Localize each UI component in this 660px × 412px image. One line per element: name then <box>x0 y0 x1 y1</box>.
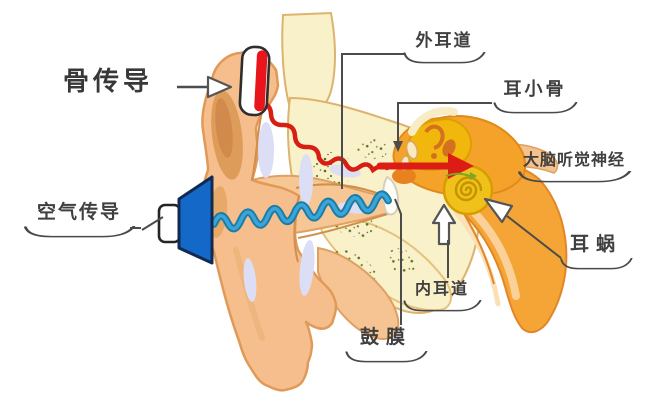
label-underline <box>403 300 482 312</box>
label-underline <box>345 350 428 363</box>
bone-conduction-device-icon <box>238 45 271 117</box>
label-external-canal: 外耳道 <box>402 31 486 65</box>
bone-conduction-pointer-arrow <box>206 75 233 99</box>
label-internal-canal: 内耳道 <box>402 280 482 313</box>
label-text: 空气传导 <box>36 202 121 223</box>
label-text: 外耳道 <box>415 31 473 50</box>
air-conduction-wave <box>210 190 392 233</box>
internal-canal-pointer-arrow <box>431 203 457 246</box>
label-air-conduction: 空气传导 <box>22 202 136 239</box>
label-underline <box>403 52 486 64</box>
cochlea-pointer-arrow <box>483 197 514 224</box>
label-text: 耳小骨 <box>503 79 567 99</box>
ossicles-arrowhead <box>393 141 403 152</box>
pointer-arrows <box>206 75 514 246</box>
label-text: 骨传导 <box>62 66 153 96</box>
ossicle-bone <box>405 140 419 160</box>
label-underline <box>493 101 578 113</box>
label-cochlea: 耳蜗 <box>559 234 633 271</box>
label-underline <box>517 171 632 183</box>
bone-conduction-wave <box>256 100 477 180</box>
label-connectors <box>130 53 562 325</box>
speaker-icon <box>157 175 214 265</box>
label-underline <box>23 225 136 238</box>
label-eardrum: 鼓膜 <box>344 327 428 364</box>
label-ossicles: 耳小骨 <box>492 79 578 115</box>
label-underline <box>560 257 633 270</box>
label-brain-auditory-nerve: 大脑听觉神经 <box>516 151 632 184</box>
label-text: 内耳道 <box>414 281 469 298</box>
label-text: 耳蜗 <box>569 234 622 255</box>
label-text: 大脑听觉神经 <box>522 152 625 169</box>
cochlea-spiral <box>454 176 483 202</box>
label-text: 鼓膜 <box>359 327 412 348</box>
label-bone-conduction: 骨传导 <box>50 66 166 97</box>
